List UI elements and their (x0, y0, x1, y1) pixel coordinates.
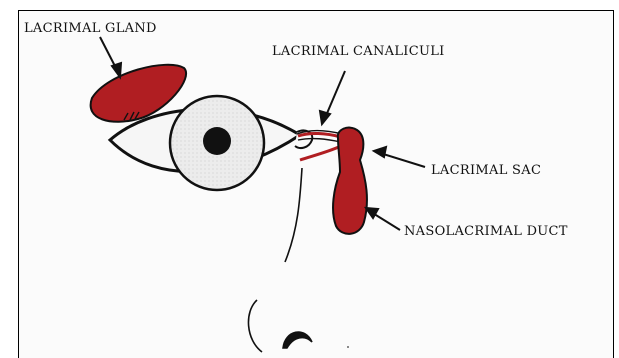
arrow-head-lacrimal-canaliculi (320, 111, 330, 124)
dot-mark (347, 346, 349, 348)
pupil (203, 127, 231, 155)
arrow-lacrimal-sac (380, 153, 425, 167)
label-lacrimal-canaliculi: LACRIMAL CANALICULI (272, 44, 445, 59)
label-lacrimal-gland: LACRIMAL GLAND (24, 21, 157, 36)
nose-ala (248, 300, 262, 352)
nostril (283, 332, 312, 348)
arrow-head-lacrimal-gland (112, 63, 121, 77)
lacrimal-canaliculi-lower (300, 146, 341, 160)
arrow-head-lacrimal-sac (374, 147, 386, 157)
lacrimal-sac (333, 128, 367, 234)
label-nasolacrimal-duct: NASOLACRIMAL DUCT (404, 224, 568, 239)
arrow-head-nasolacrimal-duct (366, 208, 378, 218)
nose-bridge (285, 168, 302, 262)
label-lacrimal-sac: LACRIMAL SAC (431, 163, 541, 178)
arrow-lacrimal-canaliculi (325, 71, 345, 118)
